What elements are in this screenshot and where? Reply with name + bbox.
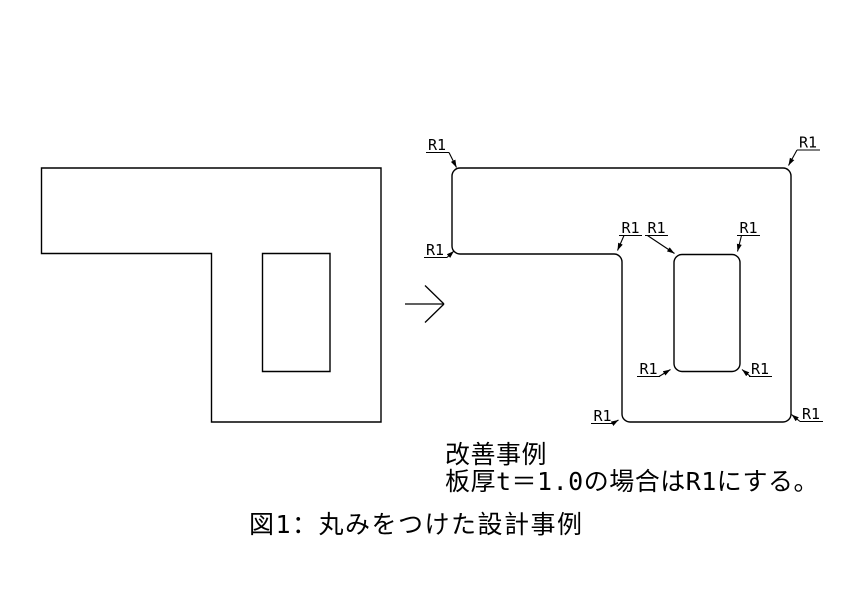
r1-leader-arrow <box>791 414 801 422</box>
improvement-note: 改善事例 板厚t＝1.0の場合はR1にする。 <box>445 441 819 495</box>
r1-annotation-outer-bottom-left: R1 <box>591 407 619 426</box>
r1-annotation-cutout-bottom-right: R1 <box>741 360 772 378</box>
r1-leader-arrow <box>741 369 751 377</box>
r1-label: R1 <box>751 360 769 378</box>
r1-leader-arrow <box>616 235 625 251</box>
right-arrow-head <box>424 285 445 323</box>
r1-annotation-outer-top-left: R1 <box>426 136 457 168</box>
after-shape-outline <box>451 167 792 423</box>
r1-label: R1 <box>594 407 612 425</box>
r1-annotation-step-corner: R1 <box>616 219 642 251</box>
r1-leader-arrow <box>446 250 455 258</box>
r1-annotation-cutout-top-left: R1 <box>645 219 675 254</box>
before-shape-outline <box>40 167 382 423</box>
r1-label: R1 <box>426 241 444 259</box>
after-shape <box>451 167 792 423</box>
r1-annotation-arm-bottom-left: R1 <box>424 241 455 259</box>
r1-annotation-cutout-bottom-left: R1 <box>637 360 671 378</box>
r1-label: R1 <box>802 405 820 423</box>
r1-annotation-cutout-top-right: R1 <box>736 219 760 252</box>
r1-annotation-outer-top-right: R1 <box>788 134 820 166</box>
right-arrow-icon <box>405 285 445 323</box>
improvement-note-detail: 板厚t＝1.0の場合はR1にする。 <box>445 467 820 496</box>
r1-annotations: R1 R1 R1 R1 R1 <box>424 134 823 426</box>
r1-label: R1 <box>740 219 758 237</box>
r1-leader-arrow <box>736 235 743 252</box>
r1-leader-arrow <box>448 152 457 168</box>
before-shape-cutout <box>261 252 331 373</box>
r1-label: R1 <box>648 219 666 237</box>
r1-label: R1 <box>640 360 658 378</box>
r1-leader-arrow <box>610 419 619 426</box>
r1-leader-arrow <box>658 369 671 377</box>
r1-label: R1 <box>622 219 640 237</box>
r1-leader-arrow <box>788 149 798 166</box>
after-shape-cutout <box>673 253 741 373</box>
r1-label: R1 <box>428 136 446 154</box>
before-shape <box>40 167 382 423</box>
r1-annotation-outer-bottom-right: R1 <box>791 405 823 423</box>
r1-leader-arrow <box>647 235 675 254</box>
figure-caption: 図1：丸みをつけた設計事例 <box>249 510 584 539</box>
improvement-note-title: 改善事例 <box>445 440 548 469</box>
r1-label: R1 <box>799 134 817 152</box>
